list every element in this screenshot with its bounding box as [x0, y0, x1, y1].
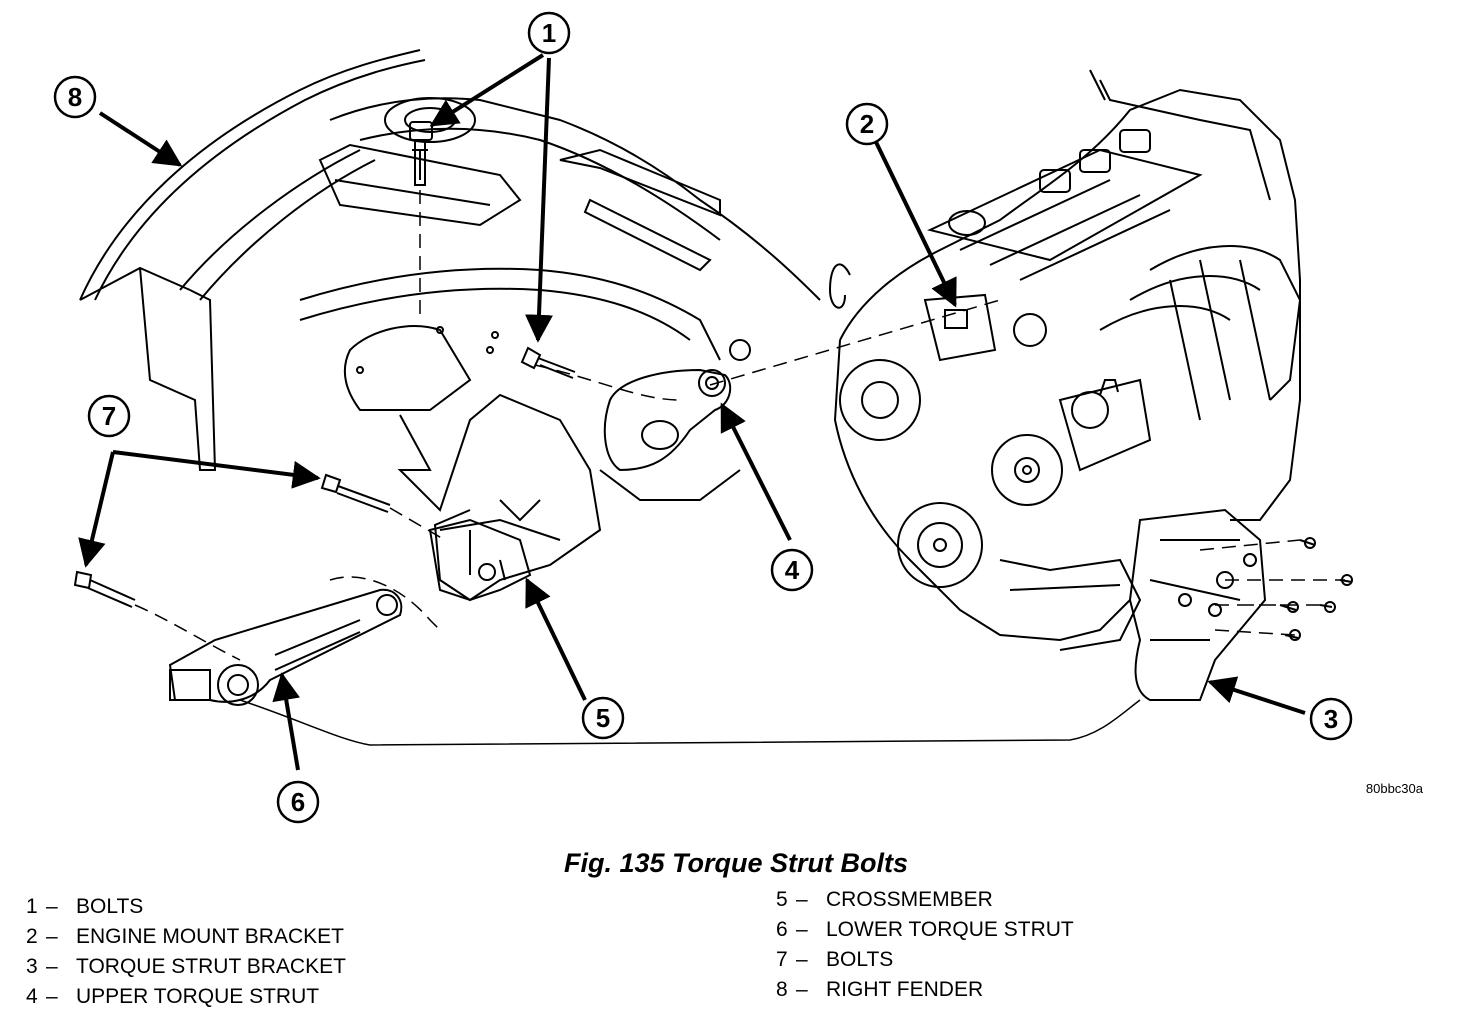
legend-item: 3–TORQUE STRUT BRACKET — [26, 952, 346, 982]
legend-dash: – — [46, 925, 58, 948]
legend-item: 4–UPPER TORQUE STRUT — [26, 982, 346, 1012]
legend-dash: – — [46, 895, 58, 918]
legend-number: 7 — [776, 948, 788, 971]
strut-to-bracket-path — [239, 699, 1141, 746]
legend-right-column: 5–CROSSMEMBER 6–LOWER TORQUE STRUT 7–BOL… — [776, 885, 1074, 1005]
arrow-2 — [873, 139, 957, 308]
callout-4: 4 — [770, 548, 814, 592]
callout-3: 3 — [1309, 697, 1353, 741]
callout-6-number: 6 — [291, 787, 305, 817]
legend-item: 6–LOWER TORQUE STRUT — [776, 915, 1074, 945]
legend-left-column: 1–BOLTS 2–ENGINE MOUNT BRACKET 3–TORQUE … — [26, 892, 346, 1012]
arrow-3 — [1207, 676, 1306, 715]
legend-dash: – — [796, 888, 808, 911]
callout-7-number: 7 — [102, 401, 116, 431]
crossmember-outline — [343, 325, 472, 411]
crankshaft-pulley — [897, 502, 983, 588]
legend-label: TORQUE STRUT BRACKET — [76, 955, 346, 978]
image-id-label: 80bbc30a — [1366, 781, 1424, 796]
legend-dash: – — [796, 978, 808, 1001]
legend-item: 5–CROSSMEMBER — [776, 885, 1074, 915]
legend-dash: – — [796, 948, 808, 971]
right-fender — [79, 49, 426, 301]
callout-5-number: 5 — [596, 703, 610, 733]
legend-number: 4 — [26, 985, 38, 1008]
legend-dash: – — [46, 985, 58, 1008]
legend-number: 2 — [26, 925, 38, 948]
legend-label: CROSSMEMBER — [826, 888, 993, 911]
power-steering-pulley — [991, 434, 1063, 506]
legend-number: 3 — [26, 955, 38, 978]
leader-arrows — [78, 53, 1306, 771]
arrow-8 — [98, 111, 183, 167]
engine-assembly — [828, 69, 1353, 701]
legend-label: UPPER TORQUE STRUT — [76, 985, 320, 1008]
legend-dash: – — [796, 918, 808, 941]
legend-number: 5 — [776, 888, 788, 911]
legend-label: RIGHT FENDER — [826, 978, 984, 1001]
legend-label: ENGINE MOUNT BRACKET — [76, 925, 344, 948]
callout-6: 6 — [276, 780, 320, 824]
callout-7: 7 — [87, 394, 131, 438]
legend-dash: – — [46, 955, 58, 978]
legend-item: 1–BOLTS — [26, 892, 346, 922]
torque-strut-bracket — [1128, 508, 1267, 701]
lower-torque-strut — [168, 588, 403, 703]
callout-4-number: 4 — [785, 555, 800, 585]
legend-number: 1 — [26, 895, 38, 918]
legend-number: 8 — [776, 978, 788, 1001]
alignment-lines — [134, 190, 1345, 661]
torque-strut-diagram: 1 2 3 4 5 6 7 8 80bbc30a — [53, 11, 1424, 824]
callout-3-number: 3 — [1324, 704, 1338, 734]
callout-5: 5 — [581, 696, 625, 740]
legend-label: LOWER TORQUE STRUT — [826, 918, 1074, 941]
callout-8: 8 — [53, 75, 97, 119]
legend-item: 2–ENGINE MOUNT BRACKET — [26, 922, 346, 952]
callouts: 1 2 3 4 5 6 7 8 — [53, 11, 1353, 824]
legend-item: 8–RIGHT FENDER — [776, 975, 1074, 1005]
legend-label: BOLTS — [826, 948, 894, 971]
arrow-1a — [429, 53, 545, 127]
legend-label: BOLTS — [76, 895, 144, 918]
callout-1-number: 1 — [542, 18, 556, 48]
arrow-5 — [525, 577, 587, 701]
legend-number: 6 — [776, 918, 788, 941]
callout-2-number: 2 — [860, 109, 874, 139]
callout-1: 1 — [527, 11, 571, 55]
arrow-4 — [720, 402, 792, 541]
callout-8-number: 8 — [68, 82, 82, 112]
arrow-7a — [112, 450, 321, 489]
callout-2: 2 — [845, 102, 889, 146]
figure-caption: Fig. 135 Torque Strut Bolts — [563, 848, 909, 878]
legend-item: 7–BOLTS — [776, 945, 1074, 975]
fender-and-body-structure — [73, 49, 821, 706]
arrow-6 — [272, 672, 300, 771]
arrow-7b — [78, 451, 115, 568]
arrow-1b — [524, 57, 553, 343]
upper-torque-strut — [603, 368, 732, 472]
